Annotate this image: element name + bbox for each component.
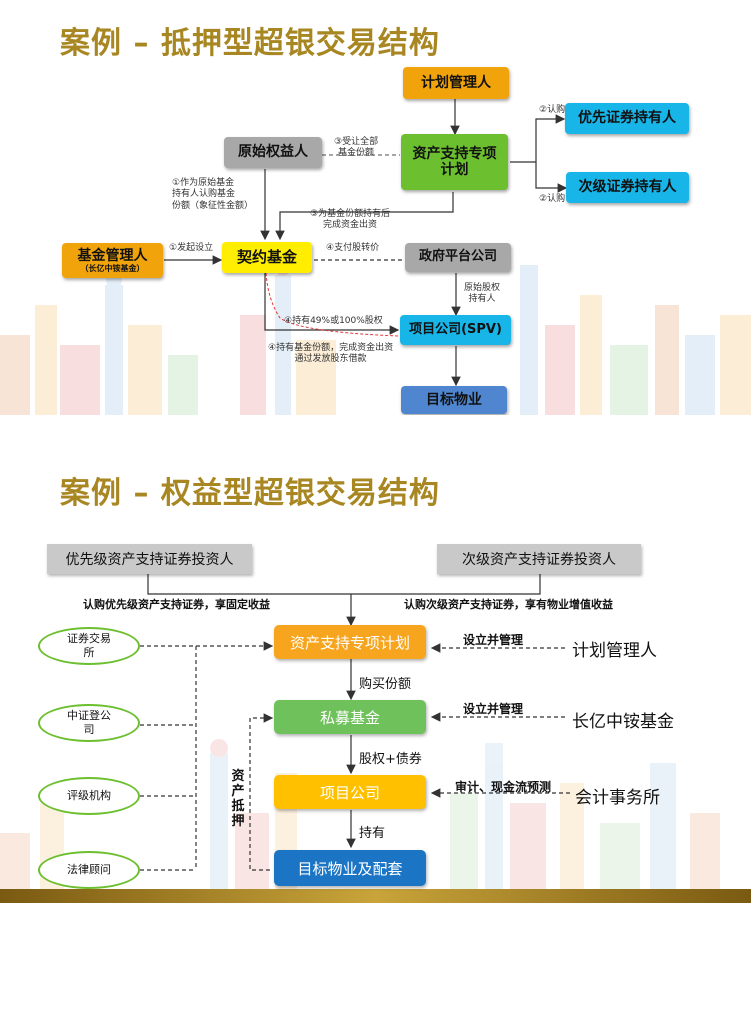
annotation-fund-holder-pay: ③为基金份额持有后 完成资金出资 [310,209,391,231]
slide-title: 案例 – 抵押型超银交易结构 [60,26,440,61]
plan-manager-text: 计划管理人 [572,641,657,661]
csdc-ellipse: 中证登公 司 [38,704,140,742]
connector-lines [164,99,568,387]
fund-manager-sub-label: （长亿中铵基金） [80,263,145,273]
slide-mortgage-structure: 案例 – 抵押型超银交易结构 计划管理人 资产支持专项计划 优先证券持有人 次级… [0,0,751,415]
fund-name-text: 长亿中铵基金 [572,712,674,732]
plan-manager-box: 计划管理人 [403,67,509,99]
contract-fund-box: 契约基金 [222,242,312,273]
equity-debt-label: 股权+债券 [359,752,422,767]
target-property-box: 目标物业及配套 [274,850,426,886]
connector-lines [140,574,570,871]
asset-pledge-label: 资产抵押 [231,769,245,829]
fund-manager-box: 基金管理人 （长亿中铵基金） [62,243,163,278]
annotation-subscribe-senior: ②认购 [539,105,566,115]
senior-holder-box: 优先证券持有人 [565,103,689,134]
senior-subscribe-text: 认购优先级资产支持证券，享固定收益 [83,598,270,611]
annotation-original-equity: 原始股权 持有人 [464,283,501,305]
annotation-original-subscribe: ①作为原始基金 持有人认购基金 份额（象征性金额） [172,178,254,211]
rating-agency-ellipse: 评级机构 [38,777,140,815]
abs-plan-box: 资产支持专项计划 [401,134,508,190]
hold-label: 持有 [359,826,386,841]
abs-plan-box: 资产支持专项计划 [274,625,426,659]
fund-manager-label: 基金管理人 [77,247,148,264]
annotation-initiate: ①发起设立 [169,243,214,253]
junior-subscribe-text: 认购次级资产支持证券，享有物业增值收益 [404,598,613,611]
annotation-pay-equity: ④支付股转价 [326,243,380,253]
annotation-transfer-all: ③受让全部 基金份额 [334,137,379,159]
project-company-box: 项目公司 [274,775,426,809]
gold-floor-bar [0,889,751,903]
audit-label: 审计、现金流预测 [455,780,552,794]
buy-shares-label: 购买份额 [359,677,412,692]
city-skyline-background [0,262,751,415]
set-manage-label-2: 设立并管理 [463,702,524,716]
junior-investor-box: 次级资产支持证券投资人 [437,544,641,574]
gov-platform-box: 政府平台公司 [405,243,511,272]
slide-equity-structure: 案例 – 权益型超银交易结构 优先级资产支持证券投资人 次级 [0,448,751,903]
set-manage-label-1: 设立并管理 [463,633,524,647]
private-fund-box: 私募基金 [274,700,426,734]
annotation-subscribe-junior: ②认购 [539,194,566,204]
annotation-hold-fund-loan: ④持有基金份额，完成资金出资 通过发放股东借款 [268,343,394,365]
accounting-firm-text: 会计事务所 [575,788,660,808]
stock-exchange-ellipse: 证券交易 所 [38,627,140,665]
original-beneficiary-box: 原始权益人 [224,137,322,168]
slide-title: 案例 – 权益型超银交易结构 [60,476,440,511]
target-property-box: 目标物业 [401,386,507,414]
junior-holder-box: 次级证券持有人 [566,172,689,203]
legal-counsel-ellipse: 法律顾问 [38,851,140,889]
spv-box: 项目公司(SPV) [400,315,511,345]
senior-investor-box: 优先级资产支持证券投资人 [47,544,252,574]
annotation-hold-equity: ④持有49%或100%股权 [284,316,383,326]
